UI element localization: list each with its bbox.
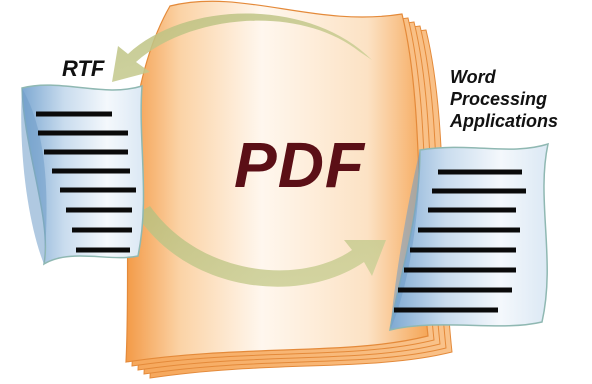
- word-processing-label-line-3: Applications: [450, 111, 559, 131]
- rtf-text-lines: [36, 111, 136, 253]
- circular-arrow-icon: [112, 13, 386, 287]
- rtf-document-icon: [21, 84, 145, 266]
- document-stack-icon: [125, 0, 453, 379]
- word-processing-label-line-2: Processing: [450, 89, 548, 109]
- arrow-lower-arc: [136, 206, 386, 287]
- word-processing-label-line-1: Word: [450, 67, 496, 87]
- arrow-upper-arc: [112, 13, 372, 82]
- word-document-icon: [389, 142, 550, 331]
- word-doc-curl: [390, 150, 420, 330]
- rtf-label: RTF: [62, 56, 105, 81]
- word-processing-label: Word Processing Applications: [450, 66, 558, 132]
- pdf-label: PDF: [234, 129, 365, 201]
- word-text-lines: [394, 169, 526, 313]
- rtf-doc-curl: [21, 88, 47, 264]
